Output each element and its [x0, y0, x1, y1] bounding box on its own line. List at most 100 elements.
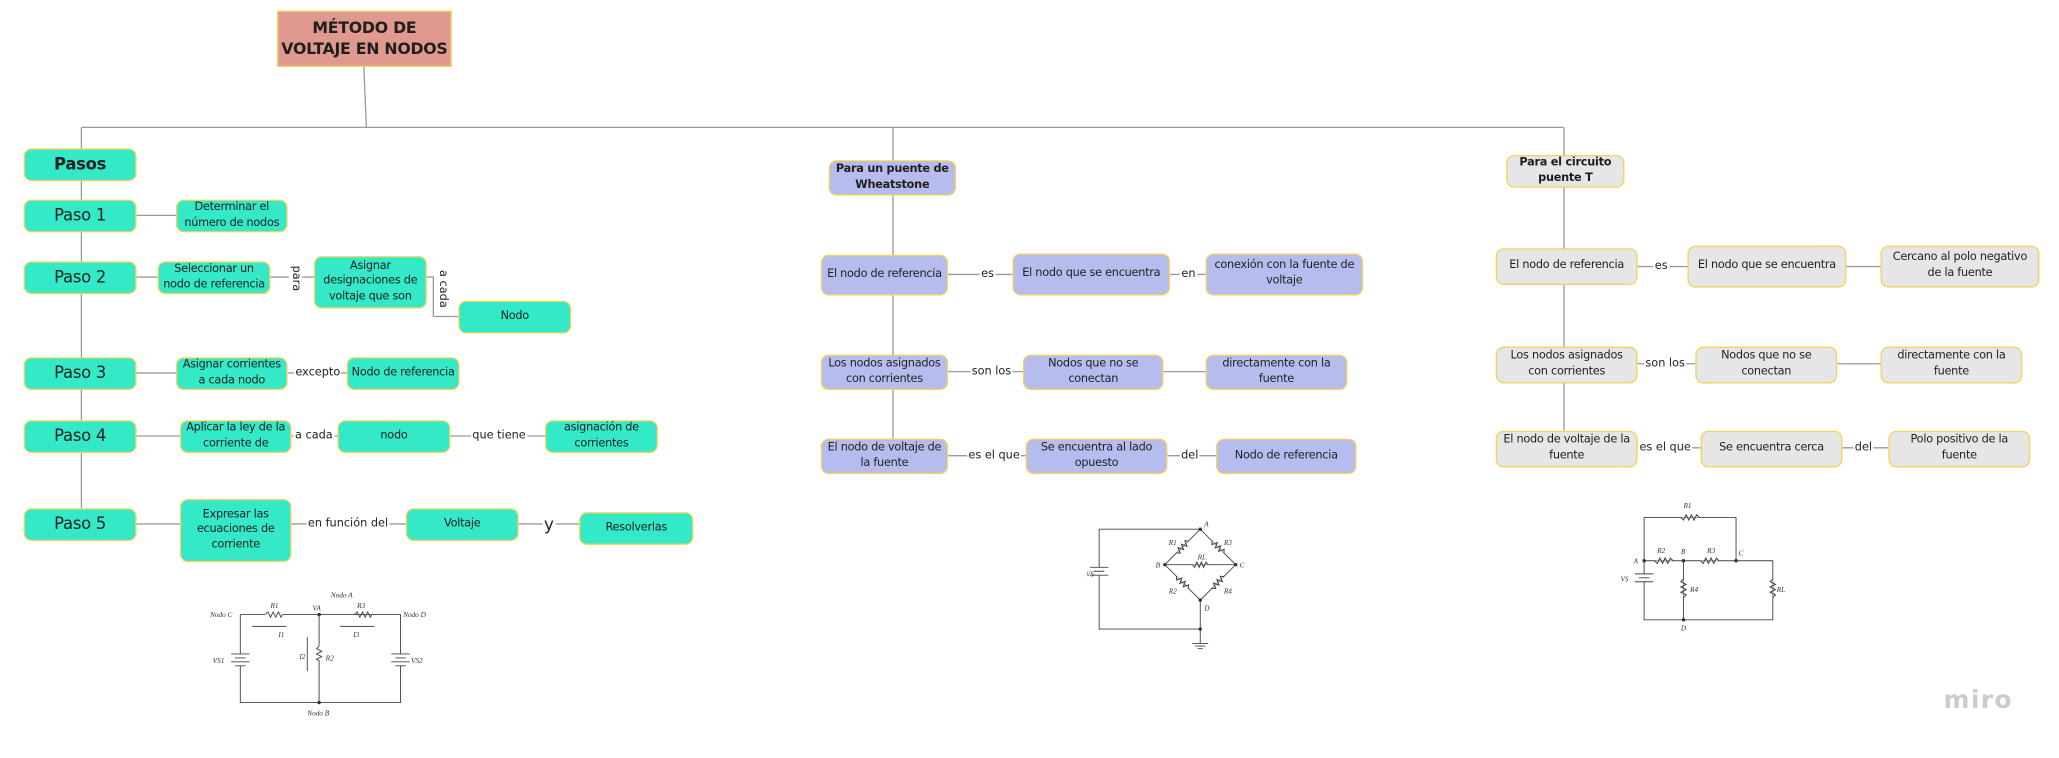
title-node[interactable]: MÉTODO DE VOLTAJE EN NODOS: [277, 10, 452, 67]
resolverlas-node[interactable]: Resolverlas: [579, 512, 694, 545]
determinar-nodos-node[interactable]: Determinar el número de nodos: [175, 199, 288, 233]
paso-4-node[interactable]: Paso 4: [23, 420, 137, 454]
label-r4: R4: [1689, 586, 1698, 594]
t-directamente-node[interactable]: directamente con la fuente: [1880, 346, 2023, 384]
t-link-es-el-que: es el que: [1638, 441, 1693, 455]
resistor-icon: [1679, 578, 1688, 598]
t-cercano-node[interactable]: Cercano al polo negativo de la fuente: [1880, 245, 2040, 288]
w-nodo-voltaje-node[interactable]: El nodo de voltaje de la fuente: [820, 438, 949, 475]
seleccionar-referencia-node[interactable]: Seleccionar un nodo de referencia: [157, 261, 271, 295]
label-r1: R1: [1168, 539, 1177, 547]
link-para: para: [288, 264, 303, 293]
asignacion-corrientes-node[interactable]: asignación de corrientes: [544, 420, 658, 454]
link-en-funcion: en función del: [306, 517, 390, 531]
label-r1: R1: [1683, 502, 1692, 510]
resistor-icon: [1680, 513, 1700, 522]
label-r3: R3: [356, 602, 365, 610]
w-ref-node[interactable]: El nodo de referencia: [820, 254, 949, 296]
t-link-son-los: son los: [1644, 357, 1687, 371]
pasos-node[interactable]: Pasos: [23, 148, 137, 182]
label-nodo-b: Nodo B: [306, 710, 329, 718]
label-r3: R3: [1223, 539, 1232, 547]
resistor-icon: [1175, 576, 1190, 589]
resistor-icon: [1212, 575, 1224, 590]
paso-3-node[interactable]: Paso 3: [23, 357, 137, 391]
label-r3: R3: [1706, 547, 1715, 555]
resistor-icon: [1769, 578, 1777, 598]
circuit-diagram-nodes[interactable]: Nodo C Nodo D Nodo A Nodo B R1 R3 R2 VA …: [200, 584, 443, 722]
circuit-diagram-wheatstone[interactable]: A B C D R1 R2 R3 R4 RL VS: [1087, 515, 1251, 653]
paso-1-node[interactable]: Paso 1: [23, 199, 137, 233]
label-a: A: [1633, 557, 1639, 565]
label-nodo-c: Nodo C: [209, 611, 232, 619]
resistor-icon: [1654, 556, 1674, 565]
circuit-diagram-puente-t[interactable]: A B C D R1 R2 R3 R4 RL VS: [1618, 495, 1795, 633]
t-cerca-node[interactable]: Se encuentra cerca: [1700, 430, 1843, 468]
label-r1: R1: [270, 602, 279, 610]
label-va: VA: [313, 605, 322, 613]
voltaje-node[interactable]: Voltaje: [405, 508, 519, 542]
t-nodo-encuentra-node[interactable]: El nodo que se encuentra: [1687, 245, 1847, 288]
link-a-cada: a cada: [435, 268, 450, 310]
label-i1: I1: [277, 631, 284, 639]
label-r2: R2: [325, 655, 334, 663]
w-link-del: del: [1179, 449, 1200, 463]
expresar-ecuaciones-node[interactable]: Expresar las ecuaciones de corriente: [179, 499, 292, 563]
nodo-node-2[interactable]: nodo: [337, 420, 451, 454]
label-i3: I3: [352, 631, 359, 639]
t-header-node[interactable]: Para el circuito puente T: [1506, 154, 1625, 188]
label-r4: R4: [1223, 588, 1232, 596]
link-y: y: [542, 515, 556, 536]
w-conexion-node[interactable]: conexión con la fuente de voltaje: [1205, 253, 1364, 296]
t-link-del: del: [1853, 441, 1874, 455]
paso-2-node[interactable]: Paso 2: [23, 261, 137, 295]
label-d: D: [1203, 605, 1210, 613]
miro-logo: miro: [1943, 685, 2013, 715]
label-nodo-a: Nodo A: [330, 592, 353, 600]
resistor-icon: [1211, 541, 1225, 553]
wheatstone-header-node[interactable]: Para un puente de Wheatstone: [828, 160, 957, 196]
link-que-tiene: que tiene: [470, 429, 528, 443]
w-nodos-asignados-node[interactable]: Los nodos asignados con corrientes: [820, 354, 949, 391]
w-nodo-referencia-node[interactable]: Nodo de referencia: [1216, 438, 1357, 475]
link-excepto: excepto: [294, 366, 342, 380]
resistor-icon: [1700, 556, 1720, 565]
resistor-icon: [1191, 560, 1209, 569]
nodo-node[interactable]: Nodo: [458, 300, 572, 334]
label-d: D: [1680, 624, 1687, 632]
label-r2: R2: [1168, 588, 1177, 596]
w-link-son-los: son los: [970, 365, 1013, 379]
label-vs: VS: [1087, 570, 1094, 578]
label-b: B: [1681, 548, 1686, 556]
paso-5-node[interactable]: Paso 5: [23, 508, 137, 542]
w-no-conectan-node[interactable]: Nodos que no se conectan: [1022, 354, 1164, 391]
label-nodo-d: Nodo D: [402, 611, 426, 619]
w-nodo-encuentra-node[interactable]: El nodo que se encuentra: [1012, 253, 1171, 296]
label-vs1: VS1: [213, 657, 225, 665]
label-rl: RL: [1776, 586, 1785, 594]
label-i2: I2: [298, 653, 305, 661]
nodo-referencia-node[interactable]: Nodo de referencia: [346, 357, 460, 391]
w-directamente-node[interactable]: directamente con la fuente: [1205, 354, 1348, 391]
w-link-es: es: [979, 267, 996, 282]
label-r2: R2: [1656, 547, 1665, 555]
asignar-corrientes-node[interactable]: Asignar corrientes a cada nodo: [175, 357, 288, 391]
t-polo-positivo-node[interactable]: Polo positivo de la fuente: [1888, 430, 2031, 468]
w-lado-opuesto-node[interactable]: Se encuentra al lado opuesto: [1025, 438, 1168, 475]
label-vs: VS: [1620, 576, 1628, 584]
label-c: C: [1240, 561, 1245, 569]
label-a: A: [1203, 521, 1209, 529]
label-b: B: [1156, 561, 1161, 569]
label-rl: RL: [1197, 553, 1206, 561]
t-no-conectan-node[interactable]: Nodos que no se conectan: [1695, 346, 1838, 384]
w-link-en: en: [1180, 267, 1197, 282]
resistor-icon: [1176, 540, 1189, 554]
t-nodo-voltaje-node[interactable]: El nodo de voltaje de la fuente: [1495, 430, 1638, 468]
asignar-designaciones-node[interactable]: Asignar designaciones de voltaje que son: [313, 256, 427, 309]
label-c: C: [1739, 549, 1744, 557]
t-ref-node[interactable]: El nodo de referencia: [1495, 248, 1638, 285]
aplicar-ley-node[interactable]: Aplicar la ley de la corriente de: [179, 420, 292, 454]
t-link-es: es: [1653, 260, 1669, 274]
t-nodos-asignados-node[interactable]: Los nodos asignados con corrientes: [1495, 346, 1638, 384]
